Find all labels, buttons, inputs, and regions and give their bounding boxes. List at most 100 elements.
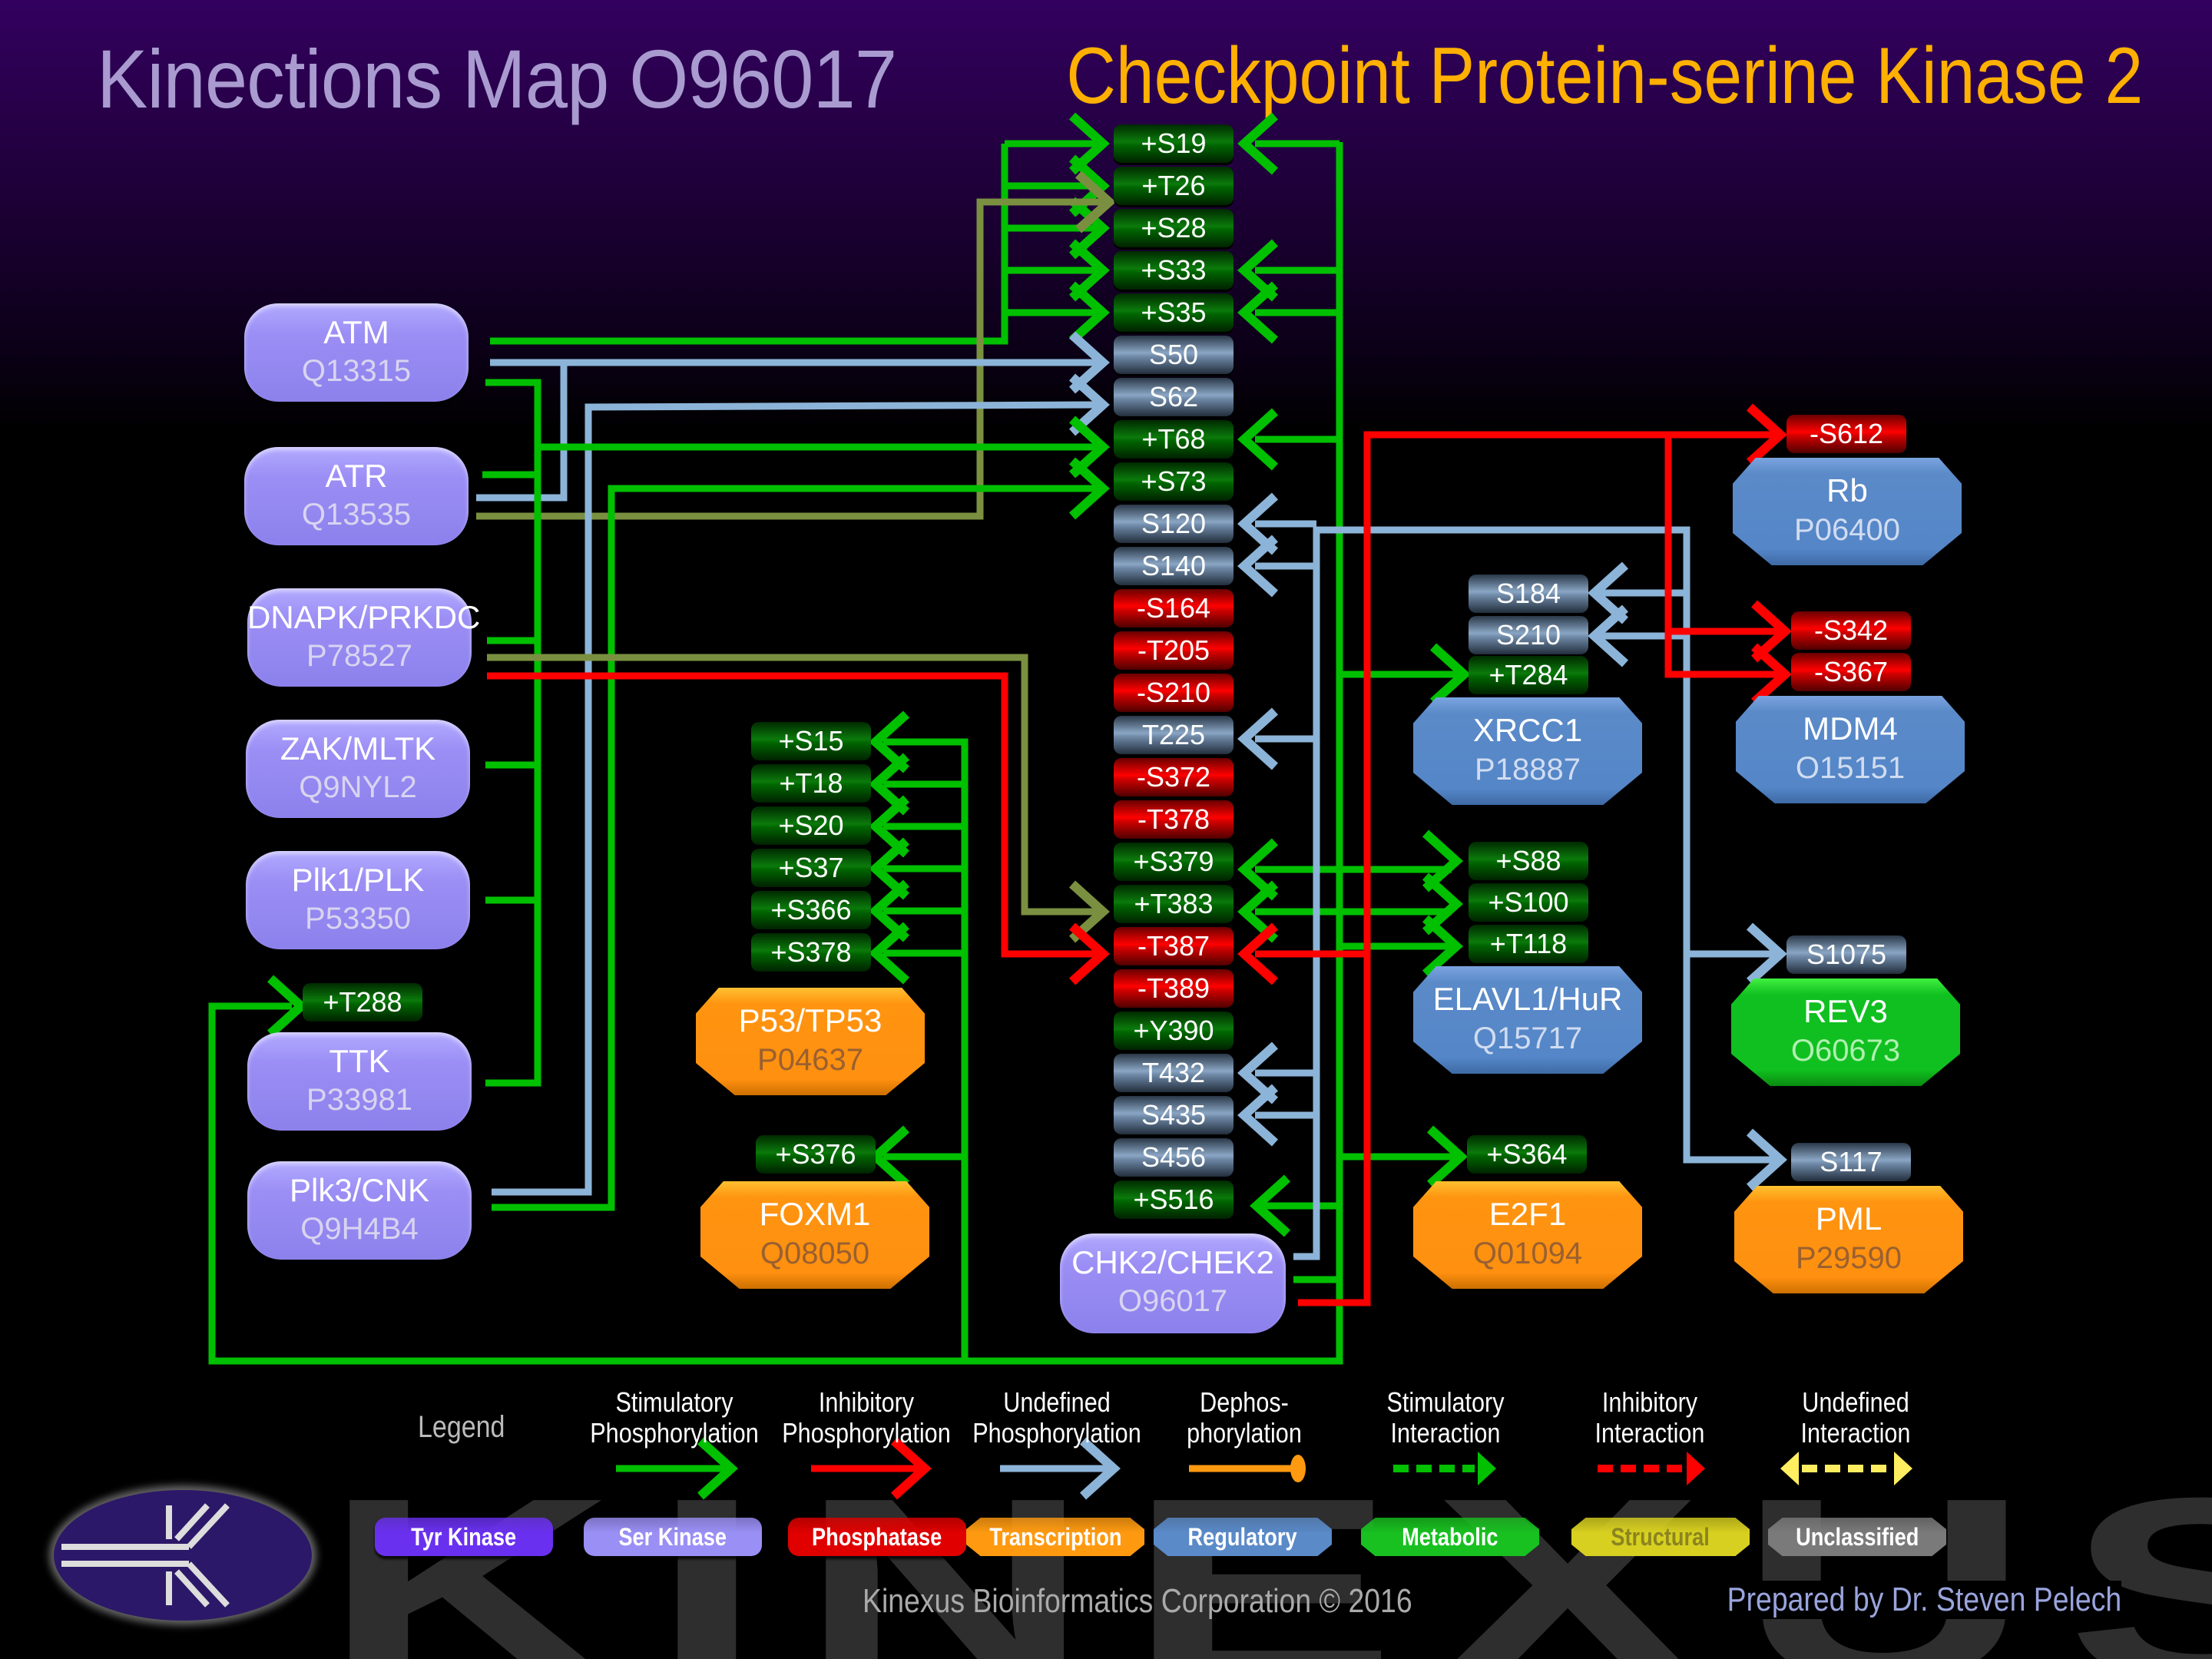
central-site-s28[interactable]: +S28 — [1114, 209, 1233, 247]
central-site-s50[interactable]: S50 — [1114, 336, 1233, 374]
rb-site-s612[interactable]: -S612 — [1786, 415, 1906, 453]
substrate-elavl1[interactable]: ELAVL1/HuR Q15717 — [1413, 966, 1642, 1074]
legend-label-line2: Interaction — [1390, 1417, 1501, 1449]
central-site-s456[interactable]: S456 — [1114, 1138, 1233, 1177]
kinase-atr[interactable]: ATR Q13535 — [244, 447, 469, 545]
kinase-zak[interactable]: ZAK/MLTK Q9NYL2 — [246, 720, 470, 818]
protein-id: P29590 — [1796, 1241, 1902, 1275]
central-protein-chk2[interactable]: CHK2/CHEK2 O96017 — [1060, 1233, 1286, 1333]
central-site-s516[interactable]: +S516 — [1114, 1181, 1233, 1219]
kinase-atm[interactable]: ATM Q13315 — [244, 303, 469, 402]
substrate-xrcc1[interactable]: XRCC1 P18887 — [1413, 697, 1642, 805]
central-site-t205[interactable]: -T205 — [1114, 631, 1233, 670]
arrowhead-right-icon — [1079, 1437, 1121, 1500]
central-site-s210[interactable]: -S210 — [1114, 674, 1233, 712]
p53-site-s15[interactable]: +S15 — [751, 722, 871, 760]
protein-id: O60673 — [1790, 1034, 1901, 1068]
protein-id: P06400 — [1794, 513, 1900, 547]
p53-site-t18[interactable]: +T18 — [751, 764, 871, 803]
legend-category-label: Phosphatase — [812, 1523, 942, 1551]
substrate-e2f1[interactable]: E2F1 Q01094 — [1413, 1181, 1642, 1289]
arrowhead-right-icon — [1746, 922, 1787, 985]
rev3-site-s1075[interactable]: S1075 — [1786, 935, 1906, 974]
central-site-t378[interactable]: -T378 — [1114, 800, 1233, 839]
central-site-s19[interactable]: +S19 — [1114, 124, 1233, 163]
central-site-t389[interactable]: -T389 — [1114, 969, 1233, 1008]
protein-name: DNAPK/PRKDC — [247, 599, 481, 635]
legend-category-label: Tyr Kinase — [411, 1523, 517, 1551]
central-site-s435[interactable]: S435 — [1114, 1096, 1233, 1134]
central-site-s120[interactable]: S120 — [1114, 505, 1233, 543]
central-site-s164[interactable]: -S164 — [1114, 589, 1233, 628]
legend-label-line1: Dephos- — [1200, 1386, 1289, 1418]
mdm4-site-s367[interactable]: -S367 — [1791, 653, 1911, 691]
legend-label-line1: Inhibitory — [818, 1386, 915, 1418]
legend-label-line1: Stimulatory — [1386, 1386, 1505, 1418]
kinase-plk3[interactable]: Plk3/CNK Q9H4B4 — [247, 1161, 472, 1260]
connector-line-39 — [1293, 526, 1774, 1260]
legend-label-line2: Interaction — [1594, 1417, 1705, 1449]
arrowhead-right-icon — [1746, 1128, 1787, 1191]
legend-label-line1: Stimulatory — [615, 1386, 733, 1418]
central-site-s35[interactable]: +S35 — [1114, 293, 1233, 332]
protein-name: ATM — [323, 314, 389, 350]
substrate-mdm4[interactable]: MDM4 O15151 — [1736, 696, 1965, 803]
protein-id: O15151 — [1795, 751, 1906, 785]
substrate-rb[interactable]: Rb P06400 — [1733, 458, 1962, 565]
central-site-t68[interactable]: +T68 — [1114, 420, 1233, 459]
central-site-s372[interactable]: -S372 — [1114, 758, 1233, 796]
legend-label-line2: Phosphorylation — [590, 1417, 759, 1449]
arrowhead-left-icon — [1237, 281, 1279, 344]
mdm4-site-s342[interactable]: -S342 — [1791, 611, 1911, 650]
legend-category-transcription: Transcription — [966, 1518, 1144, 1556]
protein-id: Q13315 — [301, 354, 412, 388]
central-site-t26[interactable]: +T26 — [1114, 167, 1233, 205]
xrcc1-site-s210[interactable]: S210 — [1469, 616, 1588, 654]
elavl1-site-t118[interactable]: +T118 — [1469, 925, 1588, 963]
ttk-site-t288[interactable]: +T288 — [303, 983, 422, 1022]
elavl1-site-s100[interactable]: +S100 — [1469, 883, 1588, 922]
p53-site-s37[interactable]: +S37 — [751, 849, 871, 887]
kinase-plk1[interactable]: Plk1/PLK P53350 — [246, 851, 470, 949]
foxm1-site-s376[interactable]: +S376 — [756, 1135, 876, 1174]
substrate-foxm1[interactable]: FOXM1 Q08050 — [700, 1181, 929, 1289]
central-site-s379[interactable]: +S379 — [1114, 843, 1233, 881]
substrate-rev3[interactable]: REV3 O60673 — [1731, 979, 1960, 1086]
legend-label-line2: Phosphorylation — [782, 1417, 951, 1449]
elavl1-site-s88[interactable]: +S88 — [1469, 842, 1588, 880]
substrate-p53[interactable]: P53/TP53 P04637 — [696, 988, 925, 1095]
central-site-s33[interactable]: +S33 — [1114, 251, 1233, 290]
legend-category-label: Structural — [1611, 1523, 1710, 1551]
kinase-dnapk[interactable]: DNAPK/PRKDC P78527 — [247, 588, 481, 687]
pml-site-s117[interactable]: S117 — [1791, 1143, 1911, 1181]
xrcc1-site-t284[interactable]: +T284 — [1469, 656, 1588, 694]
legend-category-phosphatase: Phosphatase — [788, 1518, 966, 1556]
central-site-t387[interactable]: -T387 — [1114, 927, 1233, 965]
central-site-t225[interactable]: T225 — [1114, 716, 1233, 754]
xrcc1-site-s184[interactable]: S184 — [1469, 575, 1588, 613]
e2f1-site-s364[interactable]: +S364 — [1467, 1135, 1587, 1174]
legend-arrow-label-3: Dephos-phorylation — [1160, 1387, 1330, 1449]
connector-line-10 — [485, 379, 541, 1087]
central-site-s62[interactable]: S62 — [1114, 378, 1233, 416]
p53-site-s378[interactable]: +S378 — [751, 933, 871, 972]
protein-name: E2F1 — [1488, 1196, 1567, 1232]
substrate-pml[interactable]: PML P29590 — [1734, 1186, 1963, 1293]
central-site-t383[interactable]: +T383 — [1114, 885, 1233, 923]
central-site-s140[interactable]: S140 — [1114, 547, 1233, 585]
protein-name: ELAVL1/HuR — [1432, 981, 1623, 1017]
connector-line-8 — [476, 363, 568, 502]
kinase-ttk[interactable]: TTK P33981 — [247, 1032, 472, 1131]
protein-id: Q01094 — [1472, 1237, 1583, 1270]
author-credit: Prepared by Dr. Steven Pelech — [1727, 1581, 2121, 1619]
p53-site-s20[interactable]: +S20 — [751, 806, 871, 845]
p53-site-s366[interactable]: +S366 — [751, 891, 871, 929]
central-site-t432[interactable]: T432 — [1114, 1054, 1233, 1092]
legend-undef-int-arrowhead-left-icon — [1780, 1452, 1799, 1485]
central-site-s73[interactable]: +S73 — [1114, 462, 1233, 501]
central-site-y390[interactable]: +Y390 — [1114, 1012, 1233, 1050]
arrowhead-left-icon — [1237, 707, 1279, 770]
